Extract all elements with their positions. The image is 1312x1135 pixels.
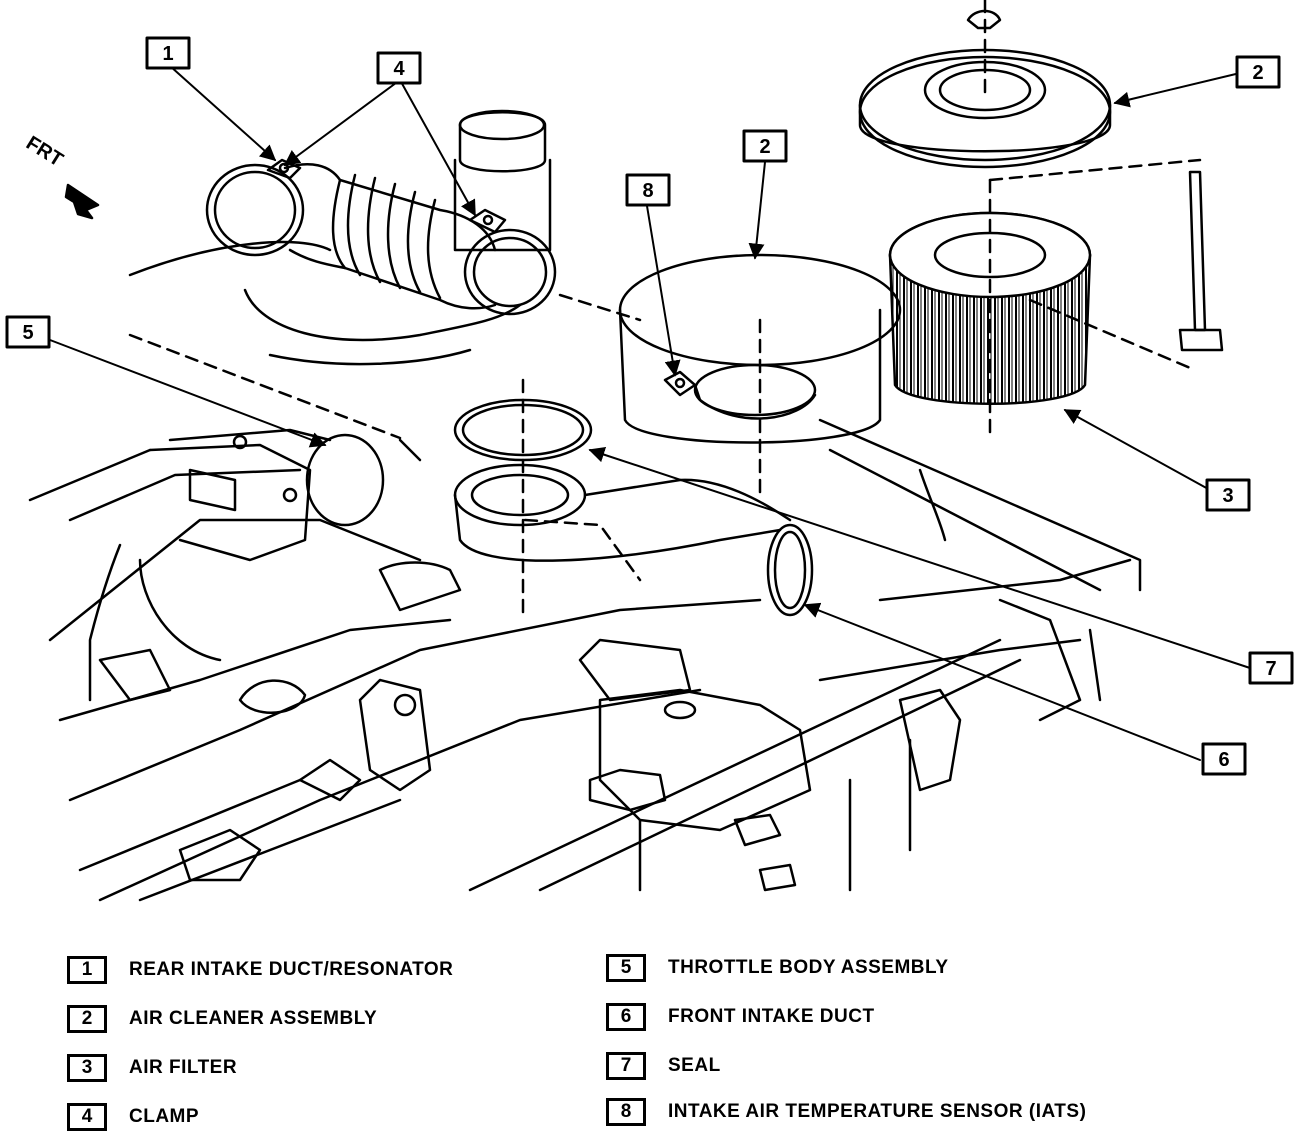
clamp-front — [468, 208, 507, 234]
parts-legend: 1 REAR INTAKE DUCT/RESONATOR 2 AIR CLEAN… — [0, 940, 1312, 1132]
callout-3: 3 — [1222, 485, 1233, 507]
legend-item: 8 INTAKE AIR TEMPERATURE SENSOR (IATS) — [606, 1094, 1086, 1130]
callout-2-base: 2 — [759, 136, 770, 158]
frt-label: FRT — [22, 132, 67, 171]
air-cleaner-base — [558, 253, 902, 502]
legend-item: 4 CLAMP — [67, 1099, 199, 1135]
legend-label: AIR FILTER — [129, 1057, 238, 1078]
legend-item: 2 AIR CLEANER ASSEMBLY — [67, 1001, 377, 1037]
legend-label: INTAKE AIR TEMPERATURE SENSOR (IATS) — [668, 1101, 1087, 1122]
callout-boxes — [5, 36, 1294, 776]
callout-7: 7 — [1265, 658, 1276, 680]
air-filter — [888, 178, 1092, 442]
legend-number: 2 — [67, 1005, 107, 1033]
legend-number: 5 — [606, 954, 646, 982]
legend-number: 4 — [67, 1103, 107, 1131]
callout-6: 6 — [1218, 749, 1229, 771]
legend-number: 7 — [606, 1052, 646, 1080]
legend-item: 5 THROTTLE BODY ASSEMBLY — [606, 950, 949, 986]
legend-label: FRONT INTAKE DUCT — [668, 1006, 875, 1027]
air-cleaner-bolt — [988, 158, 1224, 372]
legend-item: 7 SEAL — [606, 1048, 721, 1084]
rear-intake-duct — [128, 162, 557, 366]
legend-label: THROTTLE BODY ASSEMBLY — [668, 957, 949, 978]
callout-4: 4 — [393, 58, 405, 80]
legend-item: 3 AIR FILTER — [67, 1050, 237, 1086]
legend-label: REAR INTAKE DUCT/RESONATOR — [129, 959, 454, 980]
engine-block — [28, 418, 1142, 902]
legend-label: CLAMP — [129, 1106, 200, 1127]
legend-number: 1 — [67, 956, 107, 984]
legend-number: 6 — [606, 1003, 646, 1031]
leader-lines — [49, 65, 1251, 761]
throttle-body — [128, 333, 422, 562]
callout-5: 5 — [22, 322, 33, 344]
legend-label: SEAL — [668, 1055, 721, 1076]
callout-numbers: 1 4 2 2 8 5 3 7 6 — [22, 43, 1276, 771]
callout-1: 1 — [162, 43, 173, 65]
exploded-view-diagram: FRT — [5, 0, 1294, 902]
legend-item: 1 REAR INTAKE DUCT/RESONATOR — [67, 952, 453, 988]
front-direction-arrow: FRT — [22, 132, 100, 220]
callout-2-lid: 2 — [1252, 62, 1263, 84]
legend-number: 3 — [67, 1054, 107, 1082]
legend-item: 6 FRONT INTAKE DUCT — [606, 999, 875, 1035]
legend-label: AIR CLEANER ASSEMBLY — [129, 1008, 378, 1029]
air-cleaner-lid — [858, 0, 1112, 169]
callout-8: 8 — [642, 180, 653, 202]
fluid-reservoir — [453, 109, 552, 252]
legend-number: 8 — [606, 1098, 646, 1126]
